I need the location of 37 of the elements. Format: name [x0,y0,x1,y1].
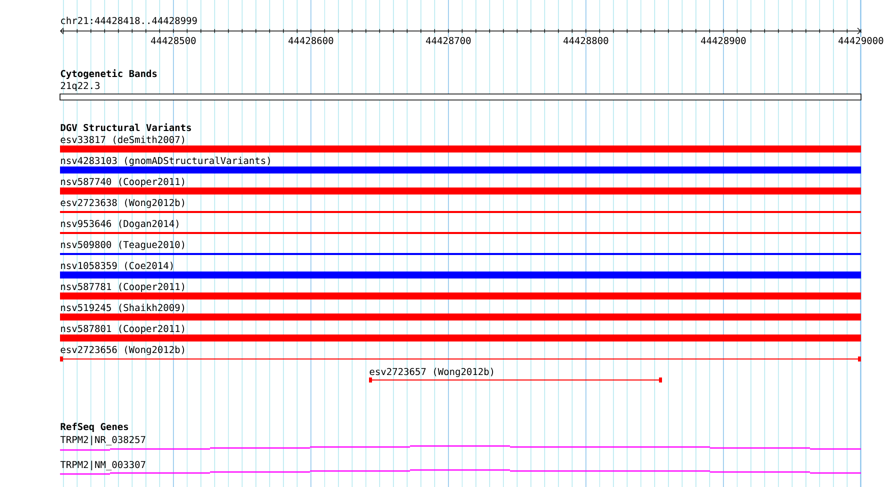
gene-model: TRPM2|NR_038257 [60,436,862,451]
variant-bar: nsv587740 (Cooper2011) [60,178,862,194]
variant-bar: esv2723638 (Wong2012b) [60,198,862,213]
node-label: esv33817 (deSmith2007) [60,136,184,144]
gene-model: TRPM2|NM_003307 [60,460,862,475]
variant-bar: nsv1058359 (Coe2014) [60,262,862,278]
variant-bar: esv2723656 (Wong2012b) [60,346,862,362]
node-label: nsv509800 (Teague2010) [61,240,184,250]
node-label: nsv587781 (Cooper2011) [61,282,184,292]
node-label: nsv587801 (Cooper2011) [61,324,184,334]
track-title: Cytogenetic Bands [60,69,157,79]
variant-bar: esv33817 (deSmith2007) [60,136,862,152]
track-title: DGV Structural Variants [60,123,191,132]
variant-bar: nsv519245 (Shaikh2009) [60,304,862,320]
node-label: esv2723656 (Wong2012b) [60,346,184,356]
tick-label: 44428500 [150,36,196,44]
node-label: esv2723638 (Wong2012b) [60,198,184,208]
variant-bar: esv2723657 (Wong2012b) [369,368,662,382]
tick-label: 44428600 [288,36,334,44]
node-label: nsv4283103 (gnomADStructuralVariants) [61,156,270,166]
location-label: chr21:44428418..44428999 [61,16,197,24]
tick-label: 44428900 [700,36,746,44]
variant-bar: nsv509800 (Teague2010) [60,240,862,255]
node-label: nsv519245 (Shaikh2009) [61,304,184,312]
cytoband-feature: 21q22.3 [60,82,862,100]
node-label: nsv587740 (Cooper2011) [61,178,184,187]
node-label: esv2723657 (Wong2012b) [370,368,494,378]
node-label: nsv953646 (Dogan2014) [61,220,178,230]
node-label: 21q22.3 [60,82,100,91]
variant-bar: nsv587781 (Cooper2011) [60,282,862,300]
tick-label: 44428700 [426,36,472,44]
tick-label: 44428800 [563,36,609,44]
variant-bar: nsv4283103 (gnomADStructuralVariants) [60,156,862,174]
variant-bar: nsv953646 (Dogan2014) [60,220,862,234]
variant-bar: nsv587801 (Cooper2011) [60,324,862,342]
tick-label: 44429000 [838,36,884,44]
node-label: nsv1058359 (Coe2014) [61,262,173,270]
